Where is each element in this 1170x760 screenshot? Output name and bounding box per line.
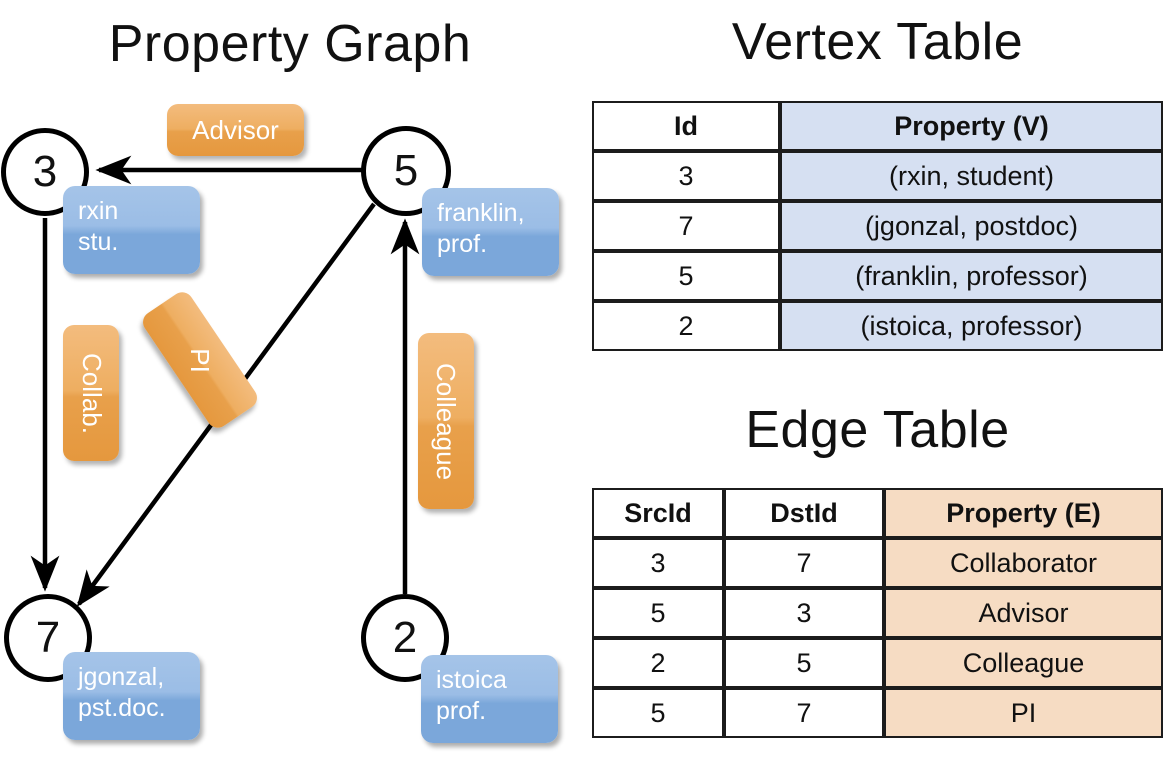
node-property-box-3[interactable]: rxin stu. xyxy=(63,186,200,274)
edge-label-colleague-text: Colleague xyxy=(431,362,462,480)
table-row: 3 (rxin, student) xyxy=(592,151,1163,201)
vertex-header-id: Id xyxy=(592,101,780,151)
node-property-3-line2: stu. xyxy=(78,228,119,256)
page-title-vertex-table: Vertex Table xyxy=(731,13,1024,71)
node-property-7-line1: jgonzal, xyxy=(78,663,165,691)
page-title-property-graph: Property Graph xyxy=(108,15,472,73)
table-row: 3 7 Collaborator xyxy=(592,538,1163,588)
edge-cell-property: Advisor xyxy=(884,588,1163,638)
node-property-box-5[interactable]: franklin, prof. xyxy=(422,188,559,276)
edge-label-advisor-text: Advisor xyxy=(192,114,279,145)
edge-cell-dstid: 7 xyxy=(724,538,884,588)
node-property-3-line1: rxin xyxy=(78,197,119,225)
vertex-cell-id: 2 xyxy=(592,301,780,351)
table-row: 2 (istoica, professor) xyxy=(592,301,1163,351)
node-property-5-line2: prof. xyxy=(437,230,488,258)
edge-cell-srcid: 5 xyxy=(592,688,724,738)
graph-node-5[interactable]: 5 xyxy=(361,126,451,216)
vertex-cell-property: (istoica, professor) xyxy=(780,301,1163,351)
graph-node-2-label: 2 xyxy=(392,613,418,662)
property-graph-diagram: 3 5 7 2 rxin stu. franklin, prof. jgonza… xyxy=(0,0,580,760)
edge-cell-srcid: 3 xyxy=(592,538,724,588)
node-property-box-7[interactable]: jgonzal, pst.doc. xyxy=(63,652,200,740)
node-property-box-2[interactable]: istoica prof. xyxy=(421,655,558,743)
vertex-table: Id Property (V) 3 (rxin, student) 7 (jgo… xyxy=(592,101,1163,351)
table-row: 5 (franklin, professor) xyxy=(592,251,1163,301)
edge-label-advisor[interactable]: Advisor xyxy=(167,104,304,156)
edge-cell-srcid: 2 xyxy=(592,638,724,688)
vertex-cell-id: 5 xyxy=(592,251,780,301)
table-row: 7 (jgonzal, postdoc) xyxy=(592,201,1163,251)
node-property-2-line2: prof. xyxy=(436,697,487,725)
node-property-7-line2: pst.doc. xyxy=(78,694,166,722)
edge-table: SrcId DstId Property (E) 3 7 Collaborato… xyxy=(592,488,1163,738)
graph-node-3-label: 3 xyxy=(32,147,58,196)
vertex-header-property: Property (V) xyxy=(780,101,1163,151)
edge-cell-property: PI xyxy=(884,688,1163,738)
edge-cell-property: Colleague xyxy=(884,638,1163,688)
table-header-row: Id Property (V) xyxy=(592,101,1163,151)
graph-node-5-label: 5 xyxy=(393,146,419,195)
edge-label-collab[interactable]: Collab. xyxy=(63,325,119,461)
edge-cell-srcid: 5 xyxy=(592,588,724,638)
edge-header-dstid: DstId xyxy=(724,488,884,538)
node-property-2-line1: istoica xyxy=(436,666,507,694)
table-row: 5 7 PI xyxy=(592,688,1163,738)
edge-cell-dstid: 3 xyxy=(724,588,884,638)
vertex-cell-id: 7 xyxy=(592,201,780,251)
edge-cell-property: Collaborator xyxy=(884,538,1163,588)
edge-cell-dstid: 5 xyxy=(724,638,884,688)
edge-label-pi-text: PI xyxy=(185,347,216,373)
table-row: 2 5 Colleague xyxy=(592,638,1163,688)
page-title-edge-table: Edge Table xyxy=(745,401,1010,459)
edge-header-srcid: SrcId xyxy=(592,488,724,538)
vertex-cell-property: (jgonzal, postdoc) xyxy=(780,201,1163,251)
edge-label-colleague[interactable]: Colleague xyxy=(418,333,474,509)
table-header-row: SrcId DstId Property (E) xyxy=(592,488,1163,538)
node-property-5-line1: franklin, xyxy=(437,199,525,227)
edge-header-property: Property (E) xyxy=(884,488,1163,538)
edge-label-collab-text: Collab. xyxy=(76,352,107,434)
vertex-cell-property: (franklin, professor) xyxy=(780,251,1163,301)
vertex-cell-id: 3 xyxy=(592,151,780,201)
vertex-cell-property: (rxin, student) xyxy=(780,151,1163,201)
graph-node-2[interactable]: 2 xyxy=(361,594,449,682)
edge-cell-dstid: 7 xyxy=(724,688,884,738)
graph-node-7-label: 7 xyxy=(35,613,61,662)
table-row: 5 3 Advisor xyxy=(592,588,1163,638)
